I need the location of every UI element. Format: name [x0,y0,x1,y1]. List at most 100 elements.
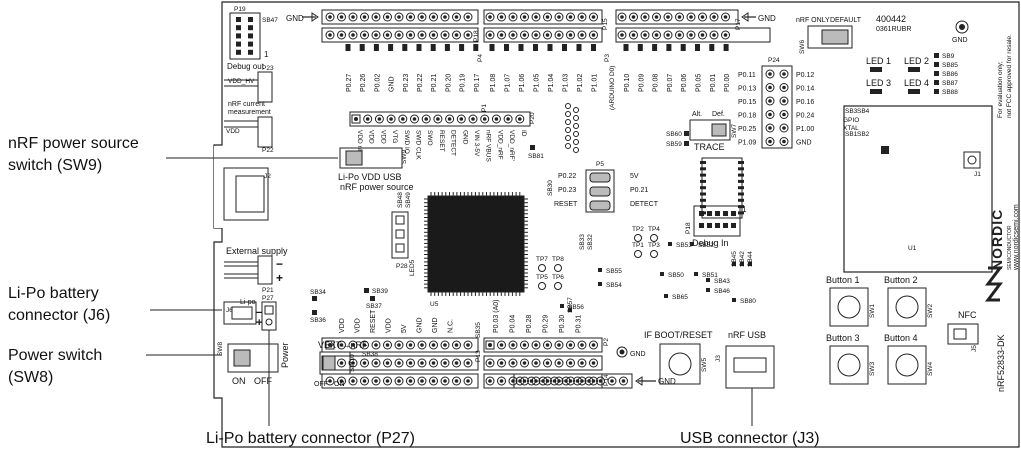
cutout-left [214,146,224,228]
sb49-label: SB49 [405,192,412,208]
pin-hole [765,69,775,79]
top-pin-pad [666,44,672,51]
p27-plus: + [256,317,262,329]
button-label: Button 1 [826,275,860,285]
pin-hole [508,30,518,40]
sb-label: SB45 [731,251,738,267]
pin-hole [566,340,575,350]
led4-label: LED 4 [904,78,929,88]
pin-hole [663,30,673,40]
top-pin-pad [637,44,643,51]
nordic-text: NORDIC [989,209,1005,270]
debug-pin [248,33,253,39]
callout-j6-line1: Li-Po battery [8,285,99,302]
sw6-label: SW6 [799,40,806,54]
sb-label: SB42 [739,251,746,267]
debug-pin [236,49,241,55]
sb-led-label: SB85 [942,62,958,69]
current-measurement: VDD_HV P23 nRF current measurement VDD P… [224,65,274,154]
top-pin-pad [359,44,365,51]
p24-right-label: P0.16 [796,99,814,106]
sb35-label: SB35 [475,322,482,338]
button-outline [829,287,869,327]
pin-hole [721,12,730,22]
sb48-label: SB48 [397,192,404,208]
pin-hole [394,12,404,22]
pin-hole [520,340,529,350]
li-po-connectors: J6 Li-po P27 − + [223,295,277,331]
sb-pad [934,80,939,85]
testpoint [554,282,562,290]
pin-hole [491,114,501,124]
bottom-pin-label: P0.31 [576,315,583,333]
testpoint [538,282,546,290]
top-pin-label: P0.02 [374,74,381,92]
pin-hole [527,376,536,386]
pin-hole [531,30,541,40]
bottom-pin-label: GND [417,317,424,333]
pin-hole [531,340,541,350]
sb38-label: SB38 [362,351,378,358]
mid-pin-label: VTG [391,130,398,143]
on-label-sw8: ON [232,376,246,386]
bottom-pin-label: P0.04 [510,315,517,333]
top-pin-pad [345,44,351,51]
if-boot-reset-label: IF BOOT/RESET [644,330,713,340]
bottom-pin-label: VDD [355,318,362,333]
gnd-label-top-right: GND [758,14,776,23]
top-pin-label: P1.07 [505,74,512,92]
pin-hole [429,340,438,350]
pin-hole [480,114,490,124]
pin-hole [577,30,587,40]
testpoint-label: TP5 [536,274,548,281]
p19-label: P19 [234,6,246,13]
pin-hole [394,376,404,386]
pin-hole [779,123,789,133]
top-pin-label: P0.07 [667,74,674,92]
dk-name: nRF52833-DK [996,334,1006,392]
sb60-label: SB60 [666,131,682,138]
pin-hole [675,12,684,22]
pin-hole [779,96,789,106]
p24-left-label: P0.15 [738,99,756,106]
reset-label-p5: RESET [554,201,578,208]
sb36-label: SB36 [310,317,326,324]
top-header [321,9,771,43]
pin-hole [554,30,564,40]
testpoint [538,264,546,272]
bottom-pin-label: P0.30 [559,315,566,333]
top-pin-pad [430,44,436,51]
pin-hole [348,358,358,368]
pin-hole [485,340,495,350]
leds: LED 1 LED 2 LED 3 LED 4 SB9SB85SB86SB87S… [866,53,958,96]
pin-hole [485,12,495,22]
sb-label: SB54 [606,282,622,289]
top-pin-label: P0.20 [445,74,452,92]
p14-label: P14 [603,374,610,386]
bottom-pin-label: P0.29 [543,315,550,333]
pin-hole [456,114,466,124]
pin-hole [538,376,548,386]
callout-sw9-line2: switch (SW9) [8,157,102,174]
mid-pin-label: SWO [426,130,433,146]
pin-hole [452,30,461,40]
pin-hole [463,376,473,386]
pin-hole [406,358,415,368]
pin-hole [554,12,564,22]
p24-right-label: GND [796,140,812,147]
pin-hole [550,376,559,386]
testpoint-label: TP6 [552,274,564,281]
pin-hole [577,358,587,368]
sw6-switch: nRF ONLY DEFAULT SW6 [796,17,862,54]
plus-sign: + [276,271,283,285]
pin-hole [360,376,369,386]
p24-right-label: P0.24 [796,113,814,120]
pin-hole [640,30,650,40]
nordic-logo: NORDIC SEMICONDUCTOR www.nordicsemi.com [985,204,1020,302]
pin-hole [383,376,392,386]
pin-hole [417,358,427,368]
p24-left-label: P0.11 [738,72,756,79]
nfc-connector: NFC J5 [947,310,979,352]
top-pin-label: P0.06 [681,74,688,92]
